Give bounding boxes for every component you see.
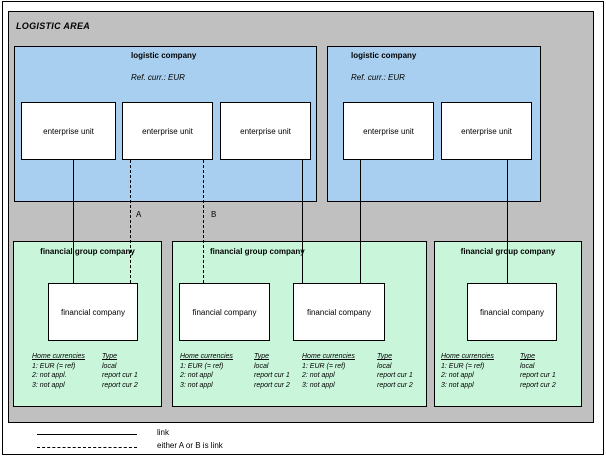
financial-group-1-title: financial group company — [40, 247, 135, 256]
currency-table-1-header-type: Type — [102, 353, 118, 360]
legend-dashed-line — [37, 447, 137, 448]
legend-solid-label: link — [157, 428, 170, 437]
link-line-unit4-fco3 — [360, 160, 361, 283]
currency-table-1-row-3-home: 3: not appl — [32, 381, 65, 389]
logistic-area-title: LOGISTIC AREA — [16, 21, 91, 31]
currency-table-4-header-home: Home currencies — [441, 353, 494, 360]
currency-table-4-row-3-home: 3: not appl — [441, 381, 474, 389]
legend-dashed-label: either A or B is link — [157, 441, 223, 450]
currency-table-3-row-2-type: report cur 1 — [377, 372, 413, 380]
enterprise-unit-1: enterprise unit — [21, 102, 116, 160]
link-line-unit3-fco3 — [302, 160, 303, 283]
currency-table-3-row-1-home: 1: EUR (= ref) — [302, 362, 346, 370]
financial-group-3: financial group company financial compan… — [434, 241, 582, 407]
logistic-company-1-title: logistic company — [131, 51, 197, 60]
link-label-a: A — [136, 210, 142, 219]
currency-table-2-row-1-type: local — [254, 362, 269, 370]
currency-table-3-row-3-type: report cur 2 — [377, 381, 413, 389]
currency-table-4: Home currencies Type 1: EUR (= ref) loca… — [441, 352, 556, 390]
currency-table-1-header-home: Home currencies — [32, 353, 85, 360]
financial-group-3-title: financial group company — [460, 247, 556, 256]
currency-table-2-row-1-home: 1: EUR (= ref) — [180, 362, 224, 370]
logistic-company-1: logistic company Ref. curr.: EUR enterpr… — [14, 46, 317, 202]
currency-table-4-row-2-type: report cur 1 — [520, 372, 556, 380]
currency-table-4-row-3-type: report cur 2 — [520, 381, 556, 389]
currency-table-3-row-2-home: 2: not appl — [302, 372, 335, 380]
currency-table-3-row-3-home: 3: not appl — [302, 381, 335, 389]
logistic-company-2: logistic company Ref. curr.: EUR enterpr… — [327, 46, 541, 202]
currency-table-3-header-home: Home currencies — [302, 353, 355, 360]
currency-table-2-row-2-home: 2: not appl — [180, 372, 213, 380]
link-line-dashed-a — [130, 160, 131, 283]
financial-company-1: financial company — [48, 283, 138, 341]
currency-table-3-header-type: Type — [377, 353, 393, 360]
currency-table-1: Home currencies Type 1: EUR (= ref) loca… — [32, 352, 138, 390]
link-line-dashed-b — [203, 160, 204, 283]
enterprise-unit-5: enterprise unit — [441, 102, 532, 160]
link-line-unit1-fco1 — [73, 160, 74, 283]
logistic-company-1-ref-currency: Ref. curr.: EUR — [131, 73, 185, 82]
currency-table-2-row-3-type: report cur 2 — [254, 381, 290, 389]
financial-company-4: financial company — [467, 283, 557, 341]
currency-table-3: Home currencies Type 1: EUR (= ref) loca… — [302, 352, 413, 390]
link-label-b: B — [211, 210, 217, 219]
currency-table-4-row-2-home: 2: not appl — [441, 372, 474, 380]
legend-solid-line — [37, 434, 137, 435]
currency-table-2-row-2-type: report cur 1 — [254, 372, 290, 380]
financial-group-2-title: financial group company — [210, 247, 305, 256]
logistic-company-2-title: logistic company — [351, 51, 417, 60]
enterprise-unit-3: enterprise unit — [220, 102, 311, 160]
currency-table-2: Home currencies Type 1: EUR (= ref) loca… — [180, 352, 290, 390]
currency-table-2-header-home: Home currencies — [180, 353, 233, 360]
currency-table-3-row-1-type: local — [377, 362, 392, 370]
currency-table-4-header-type: Type — [520, 353, 536, 360]
currency-table-1-row-1-home: 1: EUR (= ref) — [32, 362, 76, 370]
currency-table-2-header-type: Type — [254, 353, 270, 360]
enterprise-unit-4: enterprise unit — [343, 102, 434, 160]
link-line-unit5-fco4 — [507, 160, 508, 283]
currency-table-1-row-2-type: report cur 1 — [102, 372, 138, 380]
financial-company-3: financial company — [293, 283, 385, 341]
currency-table-4-row-1-home: 1: EUR (= ref) — [441, 362, 485, 370]
logistic-company-2-ref-currency: Ref. curr.: EUR — [351, 73, 405, 82]
currency-table-1-row-3-type: report cur 2 — [102, 381, 138, 389]
currency-table-2-row-3-home: 3: not appl — [180, 381, 213, 389]
financial-group-2: financial group company financial compan… — [172, 241, 427, 407]
financial-group-1: financial group company financial compan… — [13, 241, 162, 407]
financial-company-2: financial company — [179, 283, 270, 341]
currency-table-1-row-1-type: local — [102, 362, 117, 370]
enterprise-unit-2: enterprise unit — [122, 102, 213, 160]
logistic-area: LOGISTIC AREA logistic company Ref. curr… — [8, 11, 594, 423]
currency-table-4-row-1-type: local — [520, 362, 535, 370]
currency-table-1-row-2-home: 2: not appl. — [32, 372, 67, 380]
